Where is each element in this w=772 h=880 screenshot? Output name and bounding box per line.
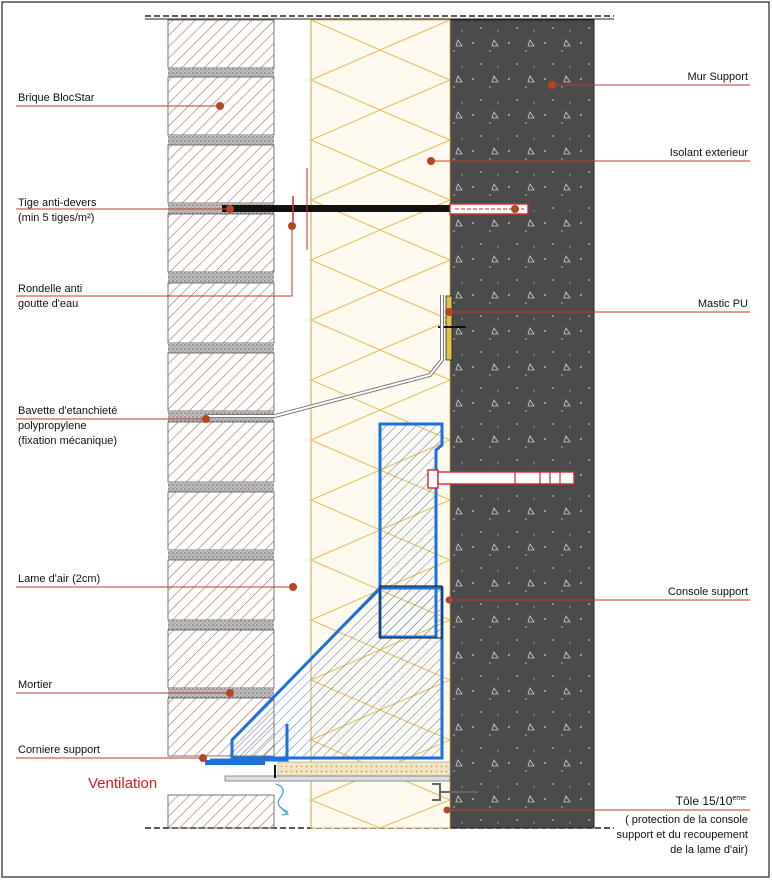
leader-rondelle	[16, 226, 293, 297]
label-tole-sup: eme	[732, 795, 746, 802]
label-tige-line2: (min 5 tiges/m²)	[18, 212, 95, 224]
label-bavette-line2: polypropylene	[18, 420, 87, 432]
bottom-anchor	[432, 783, 478, 801]
label-tole-main: Tôle 15/10	[675, 794, 733, 808]
brick-wall	[167, 19, 275, 829]
fire-barrier	[277, 761, 451, 777]
membrane-inner	[205, 295, 443, 417]
label-mur: Mur Support	[687, 71, 748, 83]
label-rondelle-line2: goutte d'eau	[18, 298, 79, 310]
sheet-metal-tole	[224, 775, 451, 782]
leader-lines	[16, 84, 750, 811]
label-ventilation: Ventilation	[88, 775, 158, 792]
console-support	[210, 422, 444, 762]
label-brique: Brique BlocStar	[18, 92, 95, 104]
support-wall	[449, 19, 595, 829]
label-mortier: Mortier	[18, 679, 53, 691]
label-lame: Lame d'air (2cm)	[18, 573, 101, 585]
label-tole-note-line1: ( protection de la console	[625, 814, 748, 826]
leader-markers	[199, 81, 556, 814]
label-tole-note-line2: support et du recoupement	[616, 829, 748, 841]
label-tole: Tôle 15/10eme	[676, 792, 746, 808]
console-anchor	[427, 469, 575, 489]
corniere-plate	[205, 760, 265, 765]
label-bavette-line1: Bavette d'etanchieté	[18, 405, 118, 417]
label-isolant: Isolant exterieur	[669, 147, 748, 159]
label-mastic: Mastic PU	[697, 298, 748, 310]
label-rondelle-line1: Rondelle anti	[18, 283, 83, 295]
label-tige-line1: Tige anti-devers	[18, 197, 97, 209]
ventilation-arrow-icon	[275, 783, 289, 813]
label-console: Console support	[667, 586, 748, 598]
label-bavette-line3: (fixation mécanique)	[18, 435, 118, 447]
label-tole-note-line3: de la lame d'air)	[670, 844, 748, 856]
label-corniere: Corniere support	[18, 744, 100, 756]
